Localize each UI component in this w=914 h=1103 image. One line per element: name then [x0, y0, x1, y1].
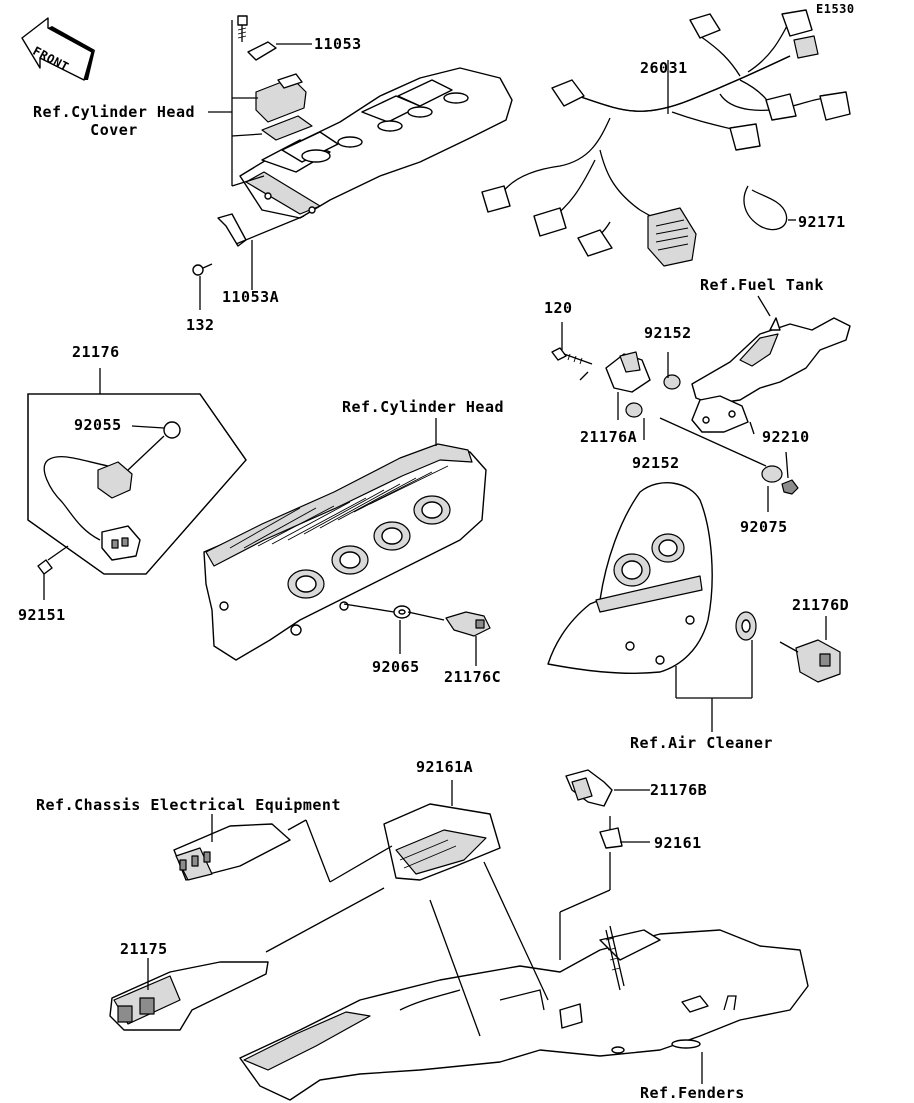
label-ref-cylinder-head: Ref.Cylinder Head [342, 398, 505, 416]
label-ref-fenders: Ref.Fenders [640, 1084, 745, 1102]
label-21176: 21176 [72, 343, 120, 361]
label-11053: 11053 [314, 35, 362, 53]
label-92161: 92161 [654, 834, 702, 852]
label-ref-air-cleaner: Ref.Air Cleaner [630, 734, 773, 752]
label-92065: 92065 [372, 658, 420, 676]
label-26031: 26031 [640, 59, 688, 77]
label-21176b: 21176B [650, 781, 708, 799]
label-92161a: 92161A [416, 758, 474, 776]
label-92210: 92210 [762, 428, 810, 446]
lower-assembly-drawing [109, 769, 809, 1101]
label-21175: 21175 [120, 940, 168, 958]
cylinder-head-drawing [203, 418, 491, 666]
sensor-21176-drawing [27, 368, 247, 600]
label-21176a: 21176A [580, 428, 638, 446]
cylinder-head-cover-drawing [192, 15, 513, 310]
label-132: 132 [186, 316, 215, 334]
label-ref-fuel-tank: Ref.Fuel Tank [700, 276, 824, 294]
label-11053a: 11053A [222, 288, 280, 306]
label-ref-chassis-electrical: Ref.Chassis Electrical Equipment [36, 796, 341, 814]
label-ref-cylinder-head-cover: Ref.Cylinder Head Cover [32, 103, 196, 139]
label-92171: 92171 [798, 213, 846, 231]
label-92152-bottom: 92152 [632, 454, 680, 472]
label-92075: 92075 [740, 518, 788, 536]
clamp-92171-drawing [743, 185, 796, 231]
label-21176c: 21176C [444, 668, 502, 686]
wiring-harness-drawing [481, 9, 851, 267]
label-92151: 92151 [18, 606, 66, 624]
label-21176d: 21176D [792, 596, 850, 614]
fuel-tank-bracket-drawing [551, 295, 851, 512]
label-92152-top: 92152 [644, 324, 692, 342]
label-92055: 92055 [74, 416, 122, 434]
air-cleaner-drawing [547, 482, 841, 732]
diagram-id: E1530 [816, 2, 855, 16]
label-120: 120 [544, 299, 573, 317]
front-arrow-icon [21, 17, 95, 81]
